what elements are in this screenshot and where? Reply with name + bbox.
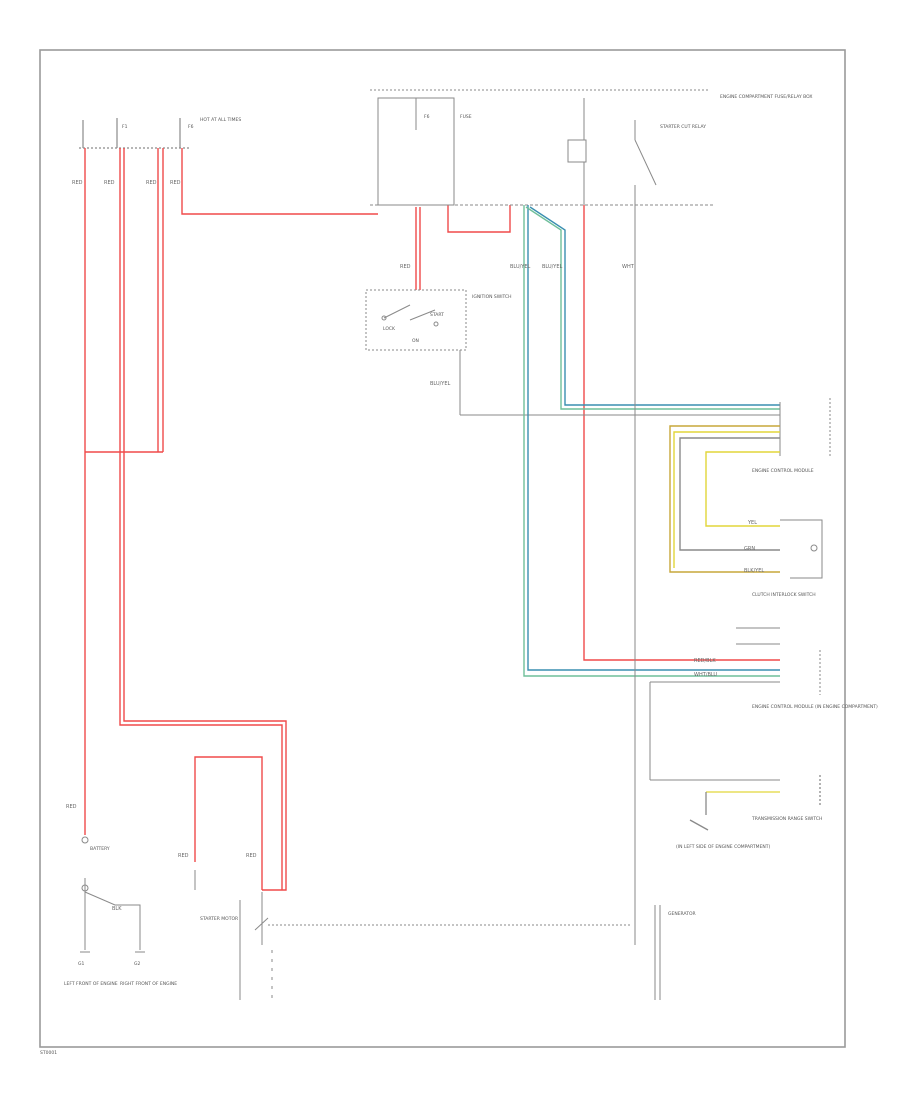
wire-tag-blu-yel: BLU/YEL: [542, 264, 563, 270]
transmission-range-switch: [689, 775, 821, 831]
wire-tag-red: RED: [104, 180, 115, 186]
wire-tag-red: RED: [72, 180, 83, 186]
fuse-label-f1: F1: [122, 124, 128, 130]
ignition-switch: [365, 289, 780, 416]
fuse-label: F6: [424, 114, 430, 120]
starter-motor: [194, 870, 630, 1000]
ecm-sub-label: ENGINE CONTROL MODULE (IN ENGINE COMPART…: [752, 704, 878, 710]
on-label: ON: [412, 338, 419, 344]
yellow-olive-wires: [669, 425, 780, 573]
wire-tag-red: RED: [146, 180, 157, 186]
clutch-switch: [780, 519, 823, 579]
wire-tag-blk: BLK: [112, 906, 122, 912]
lock-label: LOCK: [383, 326, 396, 332]
starter-motor-label: STARTER MOTOR: [200, 916, 238, 922]
top-left-fuse-area: [79, 118, 190, 149]
battery-label: BATTERY: [90, 846, 110, 852]
footer-code: ST0001: [40, 1050, 57, 1056]
wire-tag-blu-yel: BLU/YEL: [430, 381, 451, 387]
battery: [80, 836, 145, 953]
ecm-connector-upper: [779, 398, 831, 458]
relay-label: STARTER CUT RELAY: [660, 124, 706, 130]
ground-right-label: RIGHT FRONT OF ENGINE: [120, 981, 177, 987]
wire-tag-blu-yel: BLU/YEL: [510, 264, 531, 270]
diagram-frame: [39, 49, 846, 1048]
fuse-label-f6: F6: [188, 124, 194, 130]
wire-tag-yel: YEL: [747, 520, 757, 526]
wire-tag-blk-yel: BLK/YEL: [744, 568, 764, 574]
ground-g2: G2: [134, 961, 140, 967]
blue-green-wires: [523, 205, 780, 677]
ecm-connector-lower: [634, 205, 821, 905]
clutch-label: CLUTCH INTERLOCK SWITCH: [752, 592, 816, 598]
generator-label: GENERATOR: [668, 911, 696, 917]
wire-tag-red: RED: [246, 853, 257, 859]
wire-tag-wht-blu: WHT/BLU: [694, 672, 717, 678]
engine-fuse-relay-box: [370, 89, 715, 206]
wire-tag-red: RED: [170, 180, 181, 186]
ground-left-label: LEFT FRONT OF ENGINE: [64, 981, 118, 987]
wire-tag-red: RED: [400, 264, 411, 270]
ecm-label: ENGINE CONTROL MODULE: [752, 468, 814, 474]
ignition-switch-label: IGNITION SWITCH: [472, 294, 512, 300]
wire-tag-red: RED: [178, 853, 189, 859]
trans-label: TRANSMISSION RANGE SWITCH: [751, 816, 822, 822]
wire-tag-red: RED: [66, 804, 77, 810]
red-wires: [84, 148, 780, 891]
ground-g1: G1: [78, 961, 84, 967]
wire-tag-wht: WHT: [622, 264, 635, 270]
start-label: START: [430, 312, 444, 318]
wire-tag-grn: GRN: [744, 546, 755, 552]
fuse-relay-box-label: ENGINE COMPARTMENT FUSE/RELAY BOX: [720, 94, 813, 100]
fuse-label: FUSE: [460, 114, 472, 120]
trans-sub-label: (IN LEFT SIDE OF ENGINE COMPARTMENT): [676, 844, 771, 850]
wire-tag-red-blk: RED/BLK: [694, 658, 716, 664]
hot-battery-label: HOT AT ALL TIMES: [200, 117, 241, 123]
generator: [634, 905, 661, 1000]
